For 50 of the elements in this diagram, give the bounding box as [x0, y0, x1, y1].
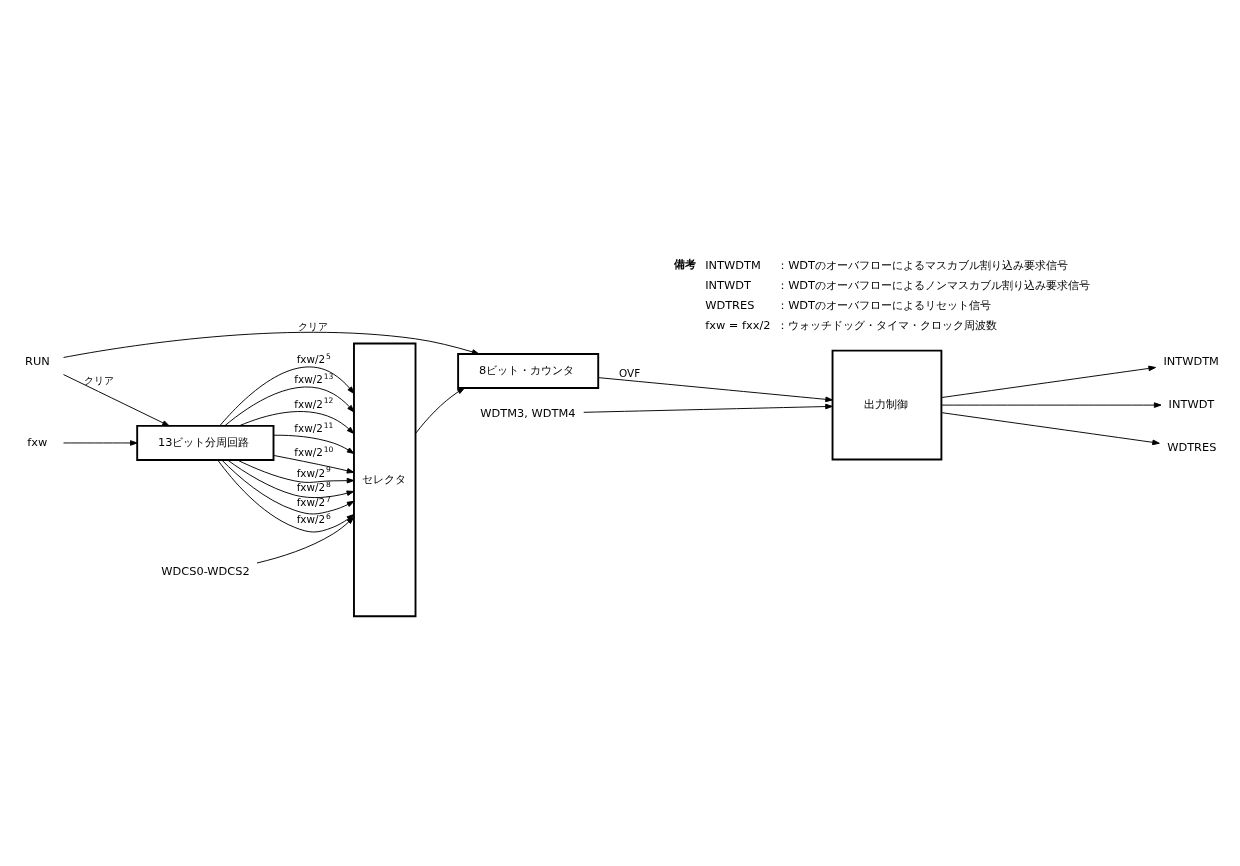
arrow	[63, 439, 138, 446]
arrow	[941, 365, 1156, 398]
node-box: 13ビット分周回路	[136, 424, 275, 461]
arrow	[221, 459, 355, 514]
edge-label: fxw/2$^{6}$	[296, 511, 331, 525]
node-text: INTWDT	[1168, 396, 1215, 411]
arrow	[273, 434, 355, 454]
arrow	[256, 516, 355, 563]
label: INTWDTM	[705, 257, 761, 272]
label: ：WDTのオーバフローによるリセット信号	[777, 297, 992, 312]
label: WDTRES	[705, 297, 755, 312]
arrow	[227, 459, 355, 498]
label: fxw = fxx/2	[705, 317, 771, 332]
edge-label: OVF	[619, 366, 641, 379]
node-text: WDTM3, WDTM4	[480, 405, 576, 420]
label: ：WDTのオーバフローによるノンマスカブル割り込み要求信号	[777, 277, 1091, 292]
edge-label: fxw/2$^{11}$	[294, 420, 334, 434]
node-box: 8ビット・カウンタ	[457, 352, 600, 389]
arrow	[237, 459, 355, 483]
arrow	[238, 410, 355, 434]
arrow	[583, 403, 833, 413]
edge-label: fxw/2$^{5}$	[296, 351, 331, 365]
edge-label: fxw/2$^{10}$	[294, 444, 334, 458]
arrow	[273, 454, 355, 474]
label: INTWDT	[705, 277, 751, 292]
label: ：ウォッチドッグ・タイマ・クロック周波数	[777, 317, 998, 332]
edge-label: クリア	[297, 319, 328, 332]
node-box: 出力制御	[831, 349, 943, 460]
edge-label: fxw/2$^{8}$	[296, 479, 331, 493]
node-text: WDCS0-WDCS2	[161, 563, 250, 578]
arrow	[597, 376, 833, 402]
node-text: fxw	[27, 434, 48, 449]
edge-label: fxw/2$^{9}$	[296, 464, 331, 479]
edge-label: fxw/2$^{12}$	[294, 395, 334, 410]
edge-label: fxw/2$^{7}$	[296, 494, 331, 508]
node-text: RUN	[25, 353, 50, 368]
arrow	[63, 373, 170, 426]
arrow	[941, 411, 1160, 445]
arrow	[941, 401, 1162, 408]
arrow	[224, 386, 355, 426]
arrow	[415, 387, 465, 434]
edge-label: fxw/2$^{13}$	[294, 371, 334, 385]
arrow	[63, 331, 480, 358]
node-box: セレクタ	[353, 342, 417, 617]
label: 備考	[673, 256, 696, 271]
node-text: WDTRES	[1167, 439, 1217, 454]
arrow	[219, 366, 355, 426]
edge-label: クリア	[84, 373, 115, 386]
label: ：WDTのオーバフローによるマスカブル割り込み要求信号	[777, 257, 1069, 272]
node-text: INTWDTM	[1163, 353, 1219, 368]
